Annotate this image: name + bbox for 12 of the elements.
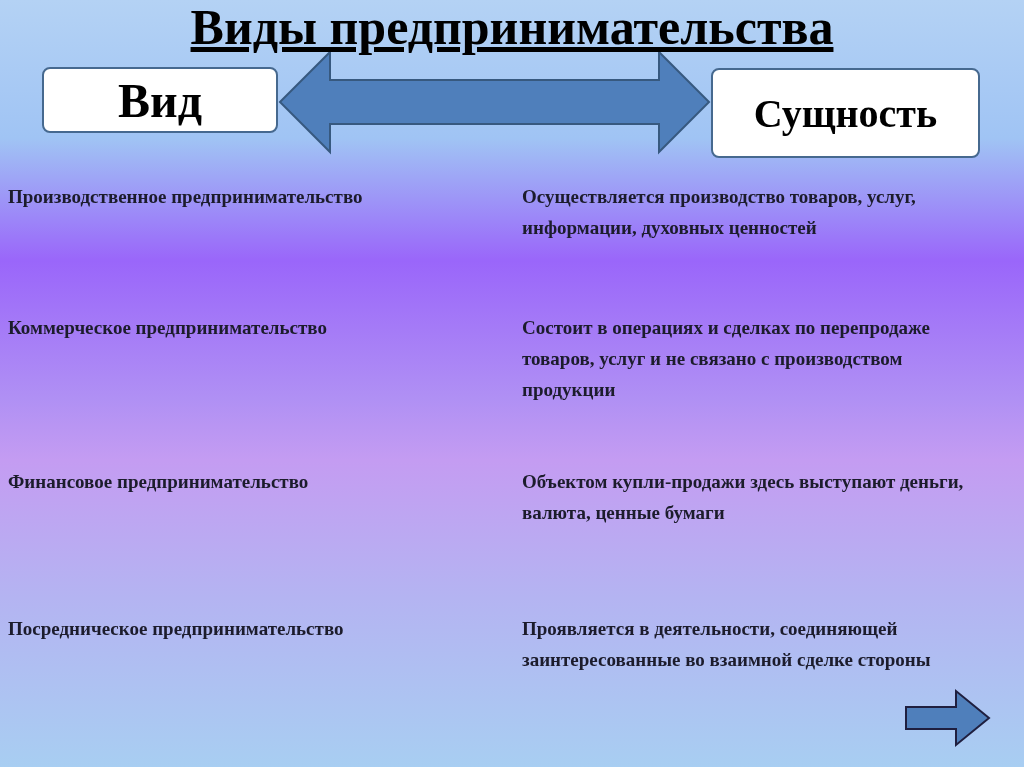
type-label: Коммерческое предпринимательство (8, 316, 328, 340)
header-box: Сущность (711, 68, 980, 158)
type-label: Производственное предпринимательство (8, 185, 364, 209)
description-text: Объектом купли-продажи здесь выступают деньги, валюта, ценные бумаги (522, 470, 965, 525)
double-arrow (278, 49, 711, 155)
description-text: Осуществляется производство товаров, услуг, информации, духовных ценностей (522, 185, 917, 240)
description-text: Проявляется в деятельности, соединяющей заинтересованные во взаимной сделке стороны (522, 617, 932, 672)
type-label: Посредническое предпринимательство (8, 617, 345, 641)
title: Виды предпринимательства (189, 0, 835, 56)
header-box: Вид (42, 67, 278, 133)
type-label: Финансовое предпринимательство (8, 470, 310, 494)
description-text: Состоит в операциях и сделках по перепродаже товаров, услуг и не связано с производством продукции (522, 316, 931, 402)
